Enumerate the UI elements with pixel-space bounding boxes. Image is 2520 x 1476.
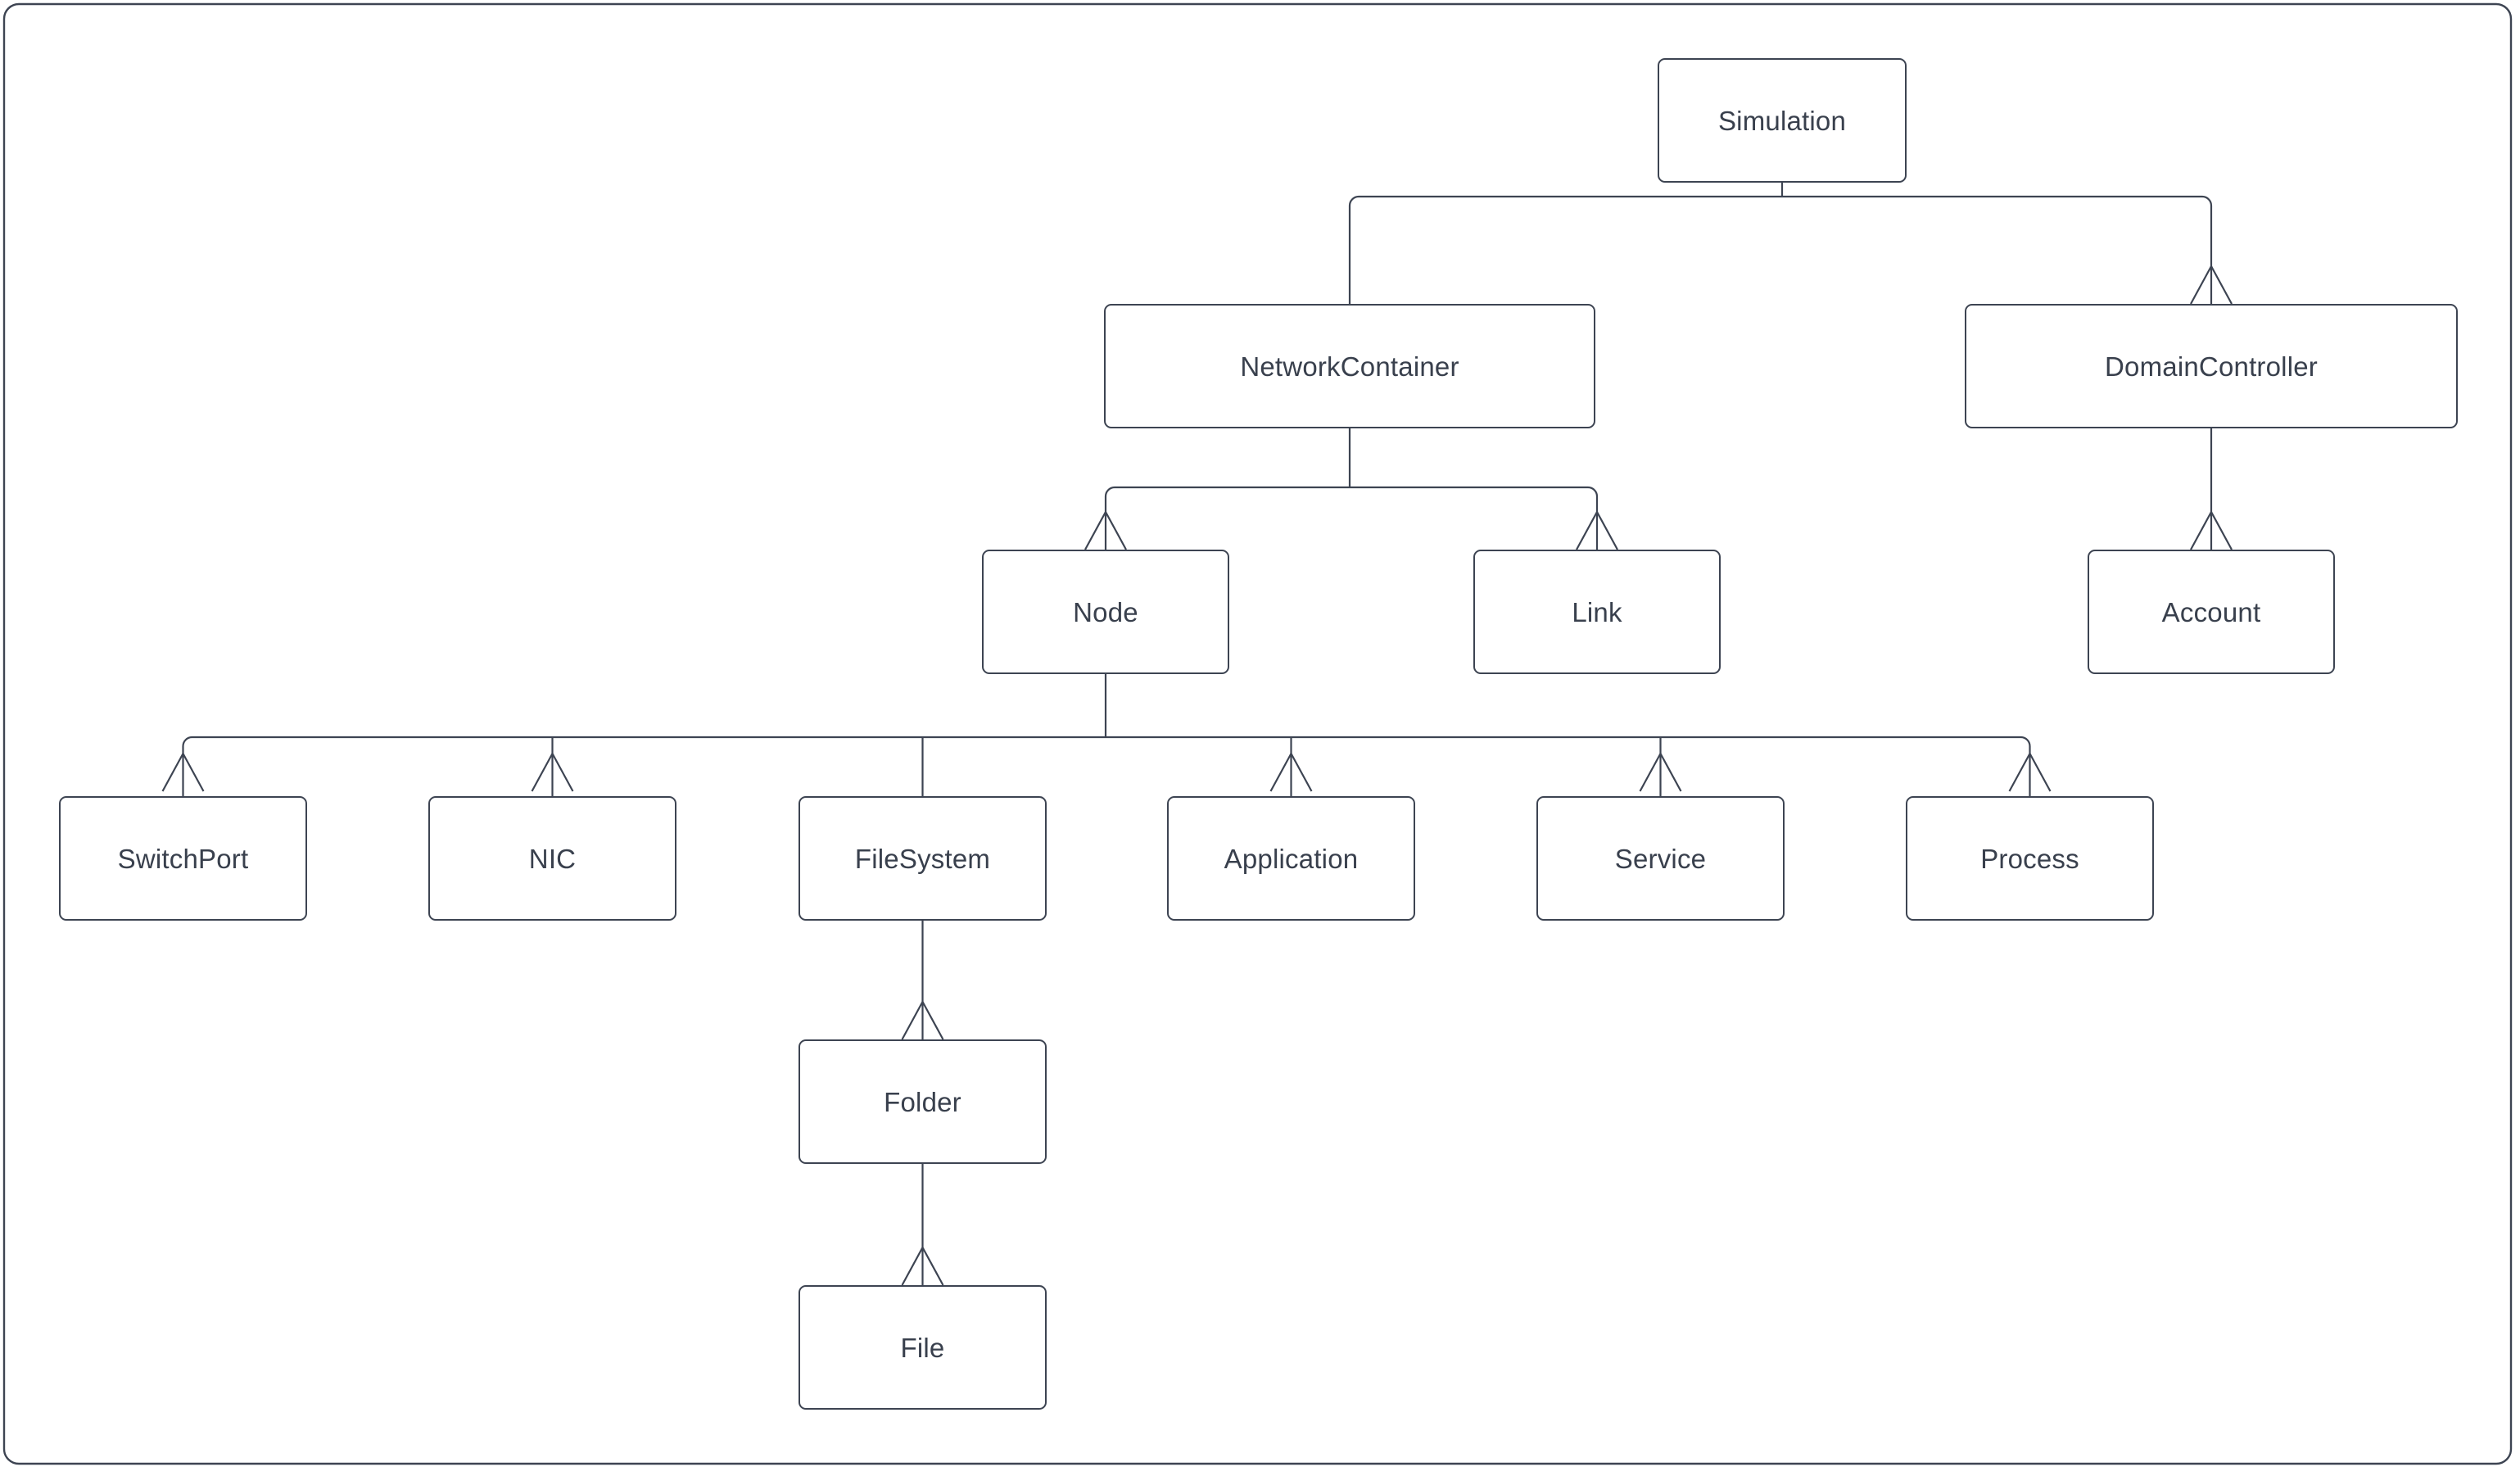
class-box-networkcontainer[interactable]: NetworkContainer: [1104, 304, 1595, 428]
generalization-arrow-nic: [531, 751, 574, 792]
generalization-arrow-file: [901, 1245, 944, 1286]
generalization-arrow-folder: [901, 999, 944, 1040]
class-box-label: DomainController: [2105, 351, 2318, 382]
generalization-arrow-node: [1084, 509, 1127, 550]
connector-networkcontainer-link: [1587, 486, 1599, 512]
class-box-service[interactable]: Service: [1536, 796, 1785, 921]
class-box-label: NetworkContainer: [1240, 351, 1459, 382]
connector-simulation-networkcontainer: [1348, 195, 1360, 304]
connector-networkcontainer-node: [1104, 486, 1115, 512]
class-box-label: FileSystem: [854, 843, 991, 874]
class-box-label: Application: [1224, 843, 1359, 874]
class-box-process[interactable]: Process: [1906, 796, 2154, 921]
class-box-label: Folder: [884, 1086, 961, 1117]
connector-simulation-domaincontroller: [2201, 195, 2213, 266]
class-box-filesystem[interactable]: FileSystem: [799, 796, 1047, 921]
generalization-arrow-account: [2190, 509, 2233, 550]
class-box-label: SwitchPort: [117, 843, 249, 874]
class-box-folder[interactable]: Folder: [799, 1039, 1047, 1164]
generalization-arrow-process: [2008, 751, 2052, 792]
class-box-label: Link: [1572, 596, 1622, 627]
class-box-label: File: [900, 1332, 945, 1363]
class-box-node[interactable]: Node: [982, 550, 1229, 674]
class-box-nic[interactable]: NIC: [428, 796, 676, 921]
class-box-application[interactable]: Application: [1167, 796, 1415, 921]
class-box-label: Account: [2161, 596, 2261, 627]
class-box-account[interactable]: Account: [2088, 550, 2335, 674]
generalization-arrow-link: [1576, 509, 1618, 550]
generalization-arrow-switchport: [161, 751, 205, 792]
generalization-arrow-application: [1269, 751, 1313, 792]
class-box-simulation[interactable]: Simulation: [1658, 58, 1907, 183]
class-box-domaincontroller[interactable]: DomainController: [1965, 304, 2458, 428]
generalization-arrow-service: [1639, 751, 1682, 792]
class-box-label: Node: [1073, 596, 1138, 627]
class-box-link[interactable]: Link: [1473, 550, 1721, 674]
connector-node-process: [2020, 736, 2031, 754]
connector-node-switchport: [182, 736, 192, 754]
class-box-label: Process: [1980, 843, 2079, 874]
class-box-switchport[interactable]: SwitchPort: [59, 796, 307, 921]
class-box-file[interactable]: File: [799, 1285, 1047, 1410]
generalization-arrow-domaincontroller: [2190, 264, 2233, 305]
class-box-label: Service: [1614, 843, 1707, 874]
class-box-label: NIC: [528, 843, 577, 874]
class-box-label: Simulation: [1717, 105, 1847, 136]
